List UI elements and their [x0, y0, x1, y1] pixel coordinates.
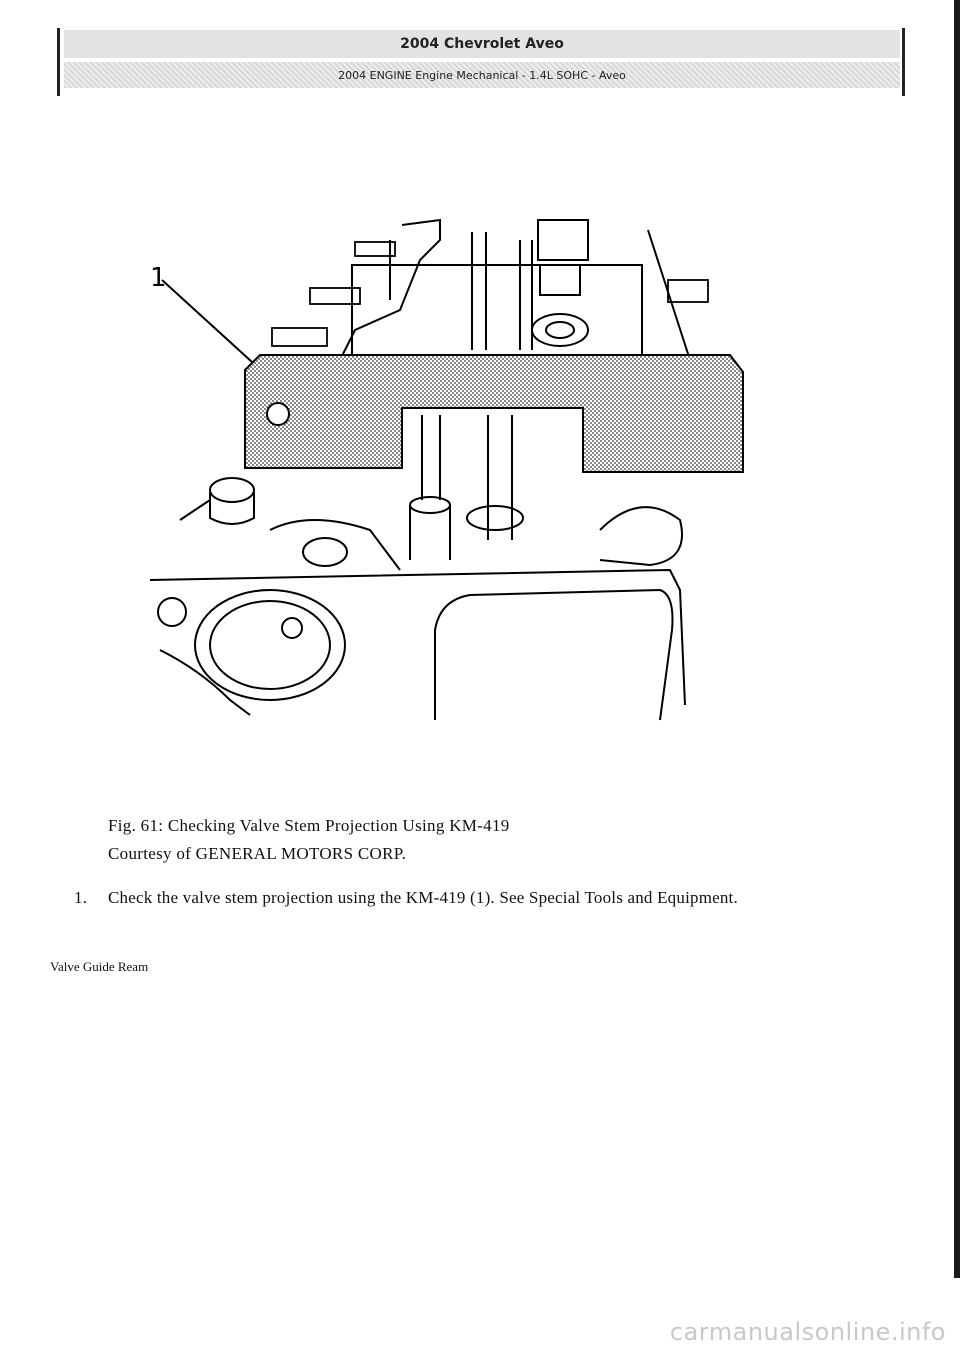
header-border-right — [902, 28, 905, 96]
document-title: 2004 Chevrolet Aveo — [64, 30, 900, 58]
site-watermark: carmanualsonline.info — [669, 1318, 946, 1346]
caption-title: Fig. 61: Checking Valve Stem Projection … — [108, 816, 510, 835]
header-border-left — [57, 28, 60, 96]
step-number: 1. — [74, 888, 88, 907]
valve-stem-projection-illustration: 1 — [149, 218, 744, 721]
page-edge-bar — [954, 0, 960, 1278]
section-heading: Valve Guide Ream — [50, 959, 149, 974]
document-subtitle: 2004 ENGINE Engine Mechanical - 1.4L SOH… — [64, 62, 900, 88]
figure-caption: Fig. 61: Checking Valve Stem Projection … — [108, 812, 510, 868]
step-text: Check the valve stem projection using th… — [108, 888, 738, 907]
caption-courtesy: Courtesy of GENERAL MOTORS CORP. — [108, 844, 407, 863]
callout-label: 1 — [150, 263, 167, 293]
procedure-step: 1. Check the valve stem projection using… — [74, 884, 854, 911]
